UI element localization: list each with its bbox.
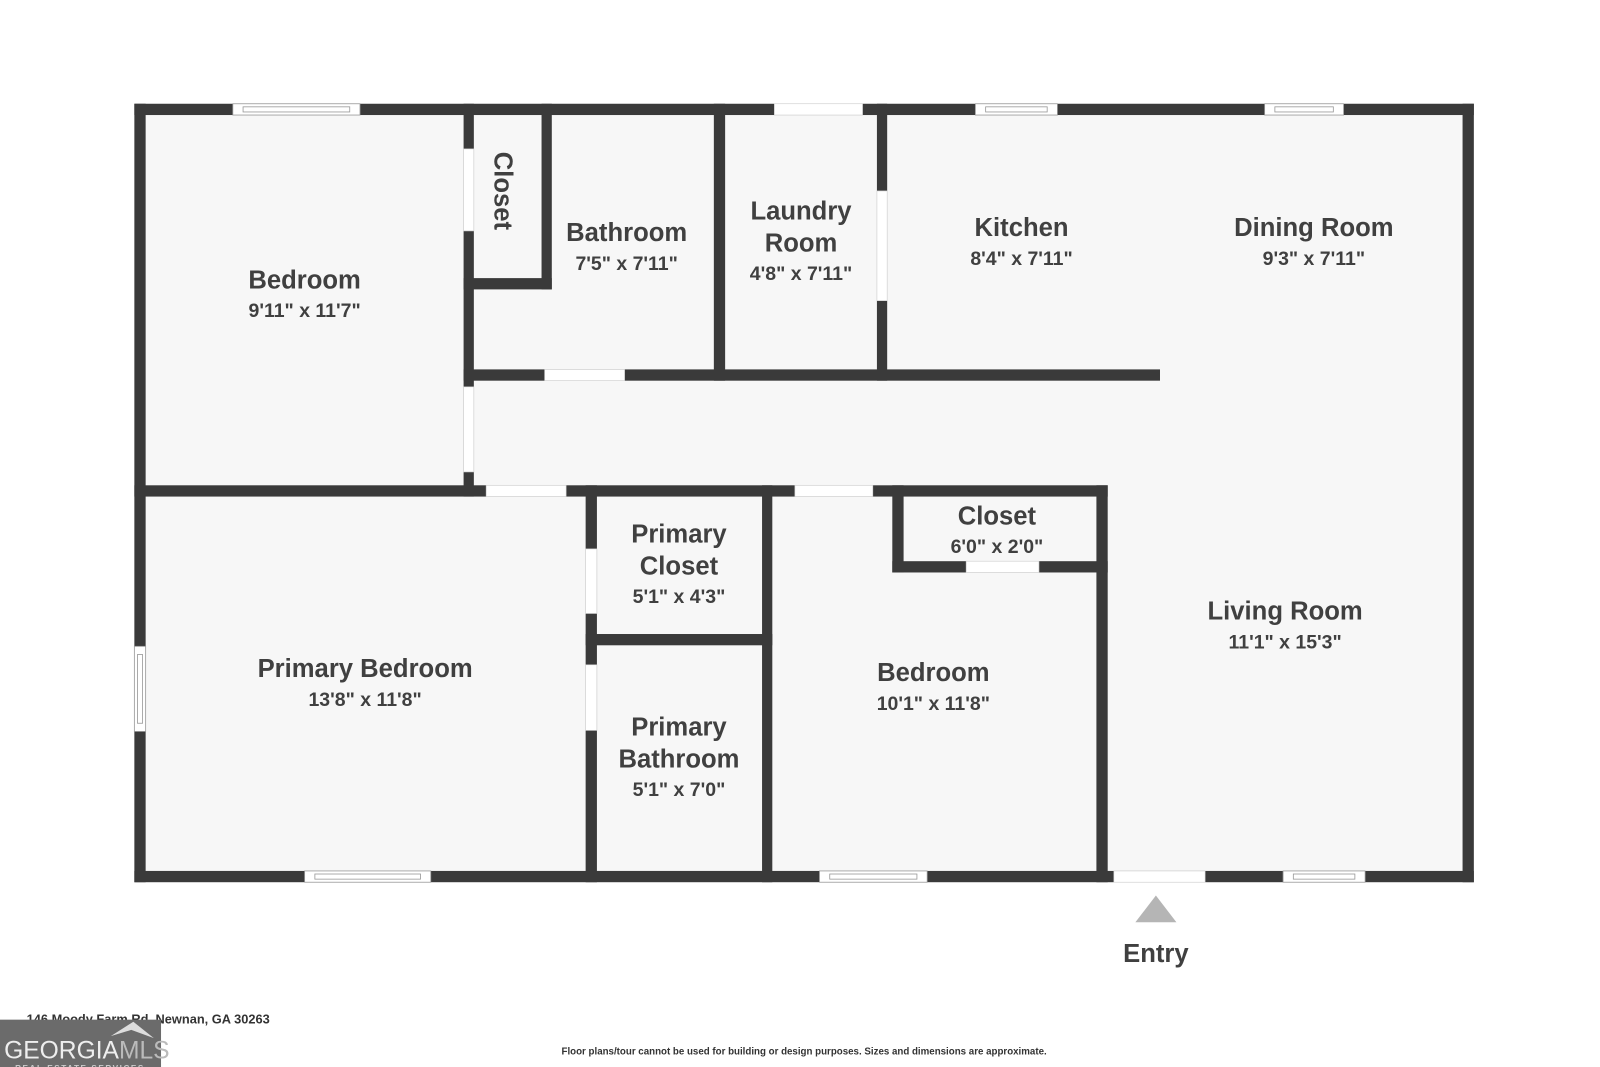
window xyxy=(1282,870,1366,883)
wall xyxy=(134,870,1474,883)
door-opening xyxy=(794,484,874,497)
wall xyxy=(463,278,552,290)
room-dimensions: 9'11" x 11'7" xyxy=(249,300,361,322)
room-dimensions: 6'0" x 2'0" xyxy=(951,536,1044,558)
room-name: Bathroom xyxy=(618,745,739,773)
georgia-mls-logo: GEORGIAMLS REAL ESTATE SERVICES xyxy=(0,1019,170,1067)
door-opening xyxy=(774,103,863,116)
window xyxy=(304,870,432,883)
room-dimensions: 8'4" x 7'11" xyxy=(970,248,1072,270)
room-name: Primary Bedroom xyxy=(258,655,473,683)
room-dimensions: 7'5" x 7'11" xyxy=(575,253,677,275)
room-dimensions: 4'8" x 7'11" xyxy=(750,263,852,285)
openings xyxy=(133,103,1366,883)
door-opening xyxy=(544,369,625,381)
room-label: Closet 6'0" x 2'0" xyxy=(951,502,1044,558)
room-dimensions: 11'1" x 15'3" xyxy=(1228,631,1341,653)
room-label: Living Room 11'1" x 15'3" xyxy=(1208,598,1363,654)
room-name: Laundry xyxy=(750,198,852,226)
door-opening xyxy=(463,386,475,473)
room-label: Dining Room 9'3" x 7'11" xyxy=(1234,214,1393,270)
window xyxy=(974,103,1058,116)
entry-arrow-icon xyxy=(1135,895,1177,923)
room-name: Living Room xyxy=(1208,598,1363,626)
wall xyxy=(463,103,474,497)
wall xyxy=(1096,485,1108,883)
room-name: Room xyxy=(765,229,838,257)
room-dimensions: 10'1" x 11'8" xyxy=(877,693,990,715)
wall xyxy=(463,369,1161,381)
wall xyxy=(892,485,904,573)
wall xyxy=(876,103,888,191)
window xyxy=(232,103,361,116)
room-dimensions: 5'1" x 4'3" xyxy=(633,586,726,608)
room-name: Bathroom xyxy=(566,219,687,247)
door-opening xyxy=(965,560,1040,573)
door-opening xyxy=(585,548,598,614)
disclaimer-text: Floor plans/tour cannot be used for buil… xyxy=(562,1047,1047,1058)
room-name: Bedroom xyxy=(248,266,360,294)
room-name: Closet xyxy=(958,502,1037,530)
room-name: Kitchen xyxy=(975,214,1069,242)
room-name: Primary xyxy=(631,521,727,549)
room-label: Bedroom 10'1" x 11'8" xyxy=(877,659,990,715)
wall xyxy=(1462,103,1474,883)
room-label: Bedroom 9'11" x 11'7" xyxy=(248,266,360,322)
svg-text:REAL ESTATE SERVICES: REAL ESTATE SERVICES xyxy=(15,1064,145,1067)
room-name: Primary xyxy=(631,714,727,742)
door-opening xyxy=(1113,870,1206,883)
window xyxy=(819,870,928,883)
wall xyxy=(134,485,1108,497)
room-name: Bedroom xyxy=(877,659,989,687)
wall xyxy=(585,634,773,646)
wall xyxy=(762,485,773,883)
wall xyxy=(713,103,726,381)
window xyxy=(1264,103,1344,116)
door-opening xyxy=(876,190,888,301)
room-label: Primary Bedroom 13'8" x 11'8" xyxy=(258,655,473,711)
room-dimensions: 9'3" x 7'11" xyxy=(1263,248,1365,270)
room-name: Closet xyxy=(488,152,516,231)
door-opening xyxy=(585,664,598,731)
room-dimensions: 5'1" x 7'0" xyxy=(633,779,726,801)
room-label: Bathroom 7'5" x 7'11" xyxy=(566,219,687,275)
entry-label: Entry xyxy=(1123,940,1189,968)
room-label: Closet xyxy=(488,152,516,231)
room-name: Closet xyxy=(640,553,719,581)
room-label: Kitchen 8'4" x 7'11" xyxy=(970,214,1072,270)
svg-text:GEORGIAMLS: GEORGIAMLS xyxy=(4,1038,169,1065)
wall xyxy=(876,300,888,381)
door-opening xyxy=(485,484,567,497)
wall xyxy=(541,103,552,290)
door-opening xyxy=(463,148,475,232)
room-name: Dining Room xyxy=(1234,214,1393,242)
room-dimensions: 13'8" x 11'8" xyxy=(308,689,421,711)
window xyxy=(133,645,147,732)
